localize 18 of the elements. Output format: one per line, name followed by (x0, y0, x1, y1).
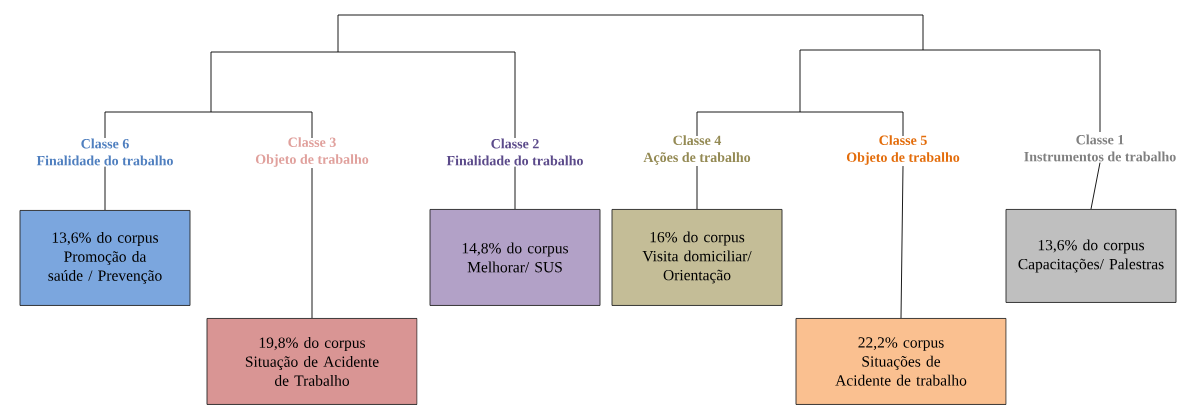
class-box: 22,2% corpus Situações de Acidente de trabalho (795, 318, 1007, 405)
connector-line (311, 167, 313, 319)
class-heading: Classe 4 Ações de trabalho (643, 135, 751, 165)
class-box: 16% do corpus Visita domiciliar/ Orientação (611, 209, 783, 306)
class-box: 14,8% do corpus Melhorar/ SUS (429, 209, 601, 306)
connector-line (1090, 162, 1101, 210)
class-heading: Classe 2 Finalidade do trabalho (446, 138, 583, 166)
connector-line (900, 165, 904, 319)
class-heading: Classe 5 Objeto de trabalho (846, 135, 960, 165)
class-heading: Classe 6 Finalidade do trabalho (36, 138, 173, 166)
connector-line (104, 166, 106, 211)
class-box: 19,8% do corpus Situação de Acidente de Trabalho (206, 318, 418, 405)
connector-line (696, 165, 698, 210)
class-heading: Classe 3 Objeto de trabalho (255, 137, 369, 167)
class-box: 13,6% do corpus Capacitações/ Palestras (1005, 209, 1177, 303)
class-box: 13,6% do corpus Promoção da saúde / Prevenção (19, 210, 191, 306)
class-heading: Classe 1 Instrumentos de trabalho (1024, 134, 1176, 162)
connector-line (514, 166, 516, 210)
